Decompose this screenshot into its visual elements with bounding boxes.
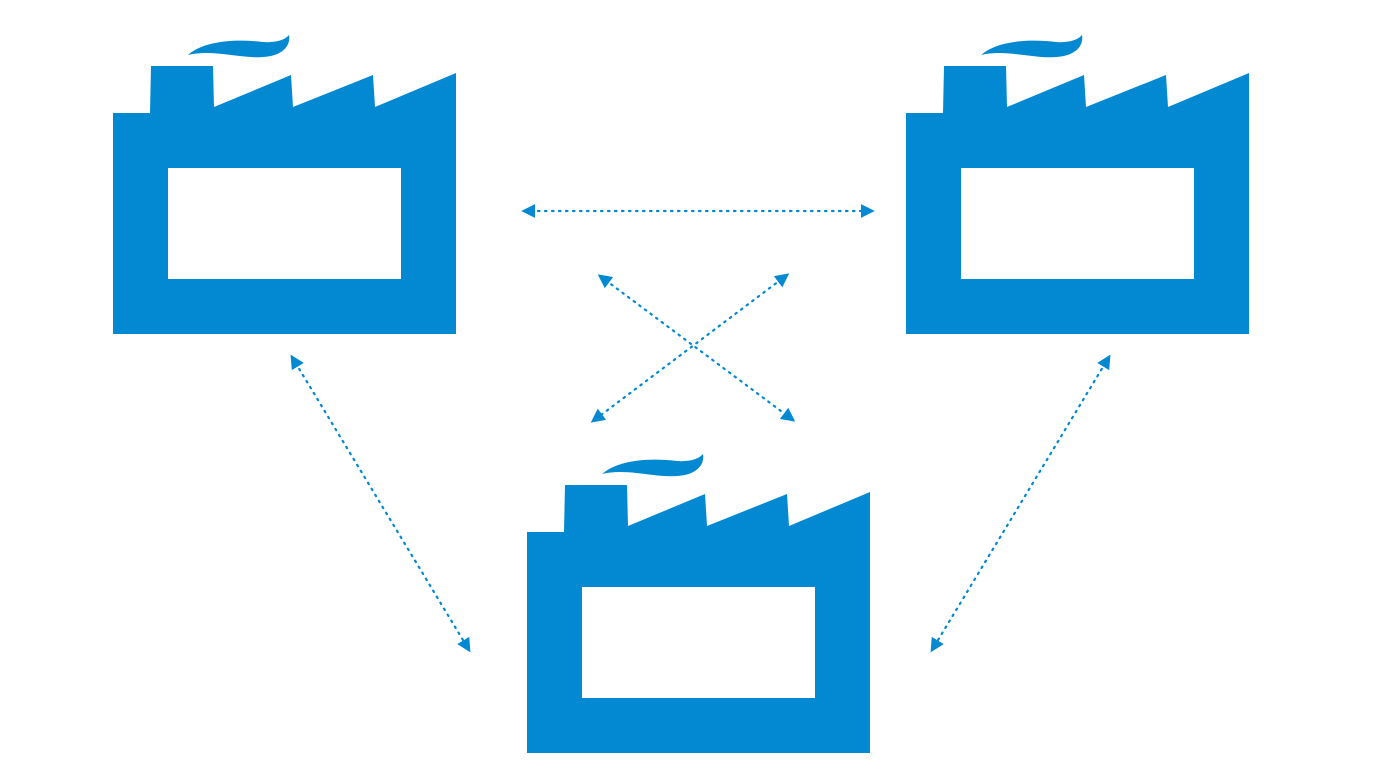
factory-icon — [906, 35, 1249, 334]
smoke-icon — [981, 35, 1083, 58]
arrow-top-right-to-bottom — [930, 354, 1111, 653]
arrow-top-left-to-bottom — [290, 354, 471, 653]
smoke-icon — [602, 454, 704, 477]
smoke-icon — [188, 35, 290, 58]
factory-icon — [113, 35, 456, 334]
arrow-cross-ascending — [590, 273, 790, 423]
arrow-cross-descending — [597, 274, 796, 422]
factory-icon — [527, 454, 870, 753]
